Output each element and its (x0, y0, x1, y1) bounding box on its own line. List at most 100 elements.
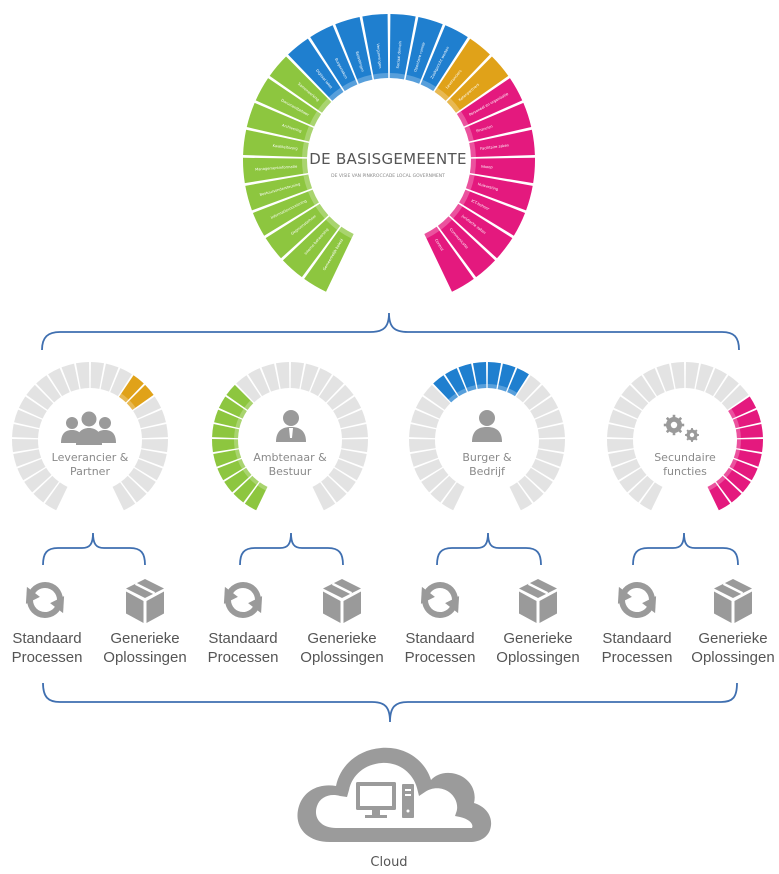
ring-segment-band (257, 482, 268, 491)
hub-segment-band (303, 174, 313, 190)
ring-segment-active (233, 475, 259, 503)
ring-segment (534, 409, 563, 429)
hub-segment-band (449, 203, 463, 219)
ring-segment (140, 424, 168, 439)
component-labels: Standaard Processen Generieke Oplossinge… (12, 630, 775, 666)
cloud-label: Cloud (370, 855, 407, 870)
hub-segment-band (325, 216, 341, 230)
ring-segment (112, 482, 136, 511)
hub-segment-label: Vergunningen (376, 43, 382, 68)
gear-tooth (691, 428, 693, 431)
ring-segment (338, 449, 367, 467)
hub-segment-magenta (424, 226, 474, 292)
group-ring-citizen (409, 362, 565, 511)
ring-segment (525, 467, 553, 493)
ring-segment (409, 424, 437, 439)
hub-segment-magenta (464, 102, 532, 142)
gear-tooth (665, 429, 670, 434)
group-ring-official (212, 362, 368, 511)
process-label-line1: Standaard (405, 630, 474, 647)
ring-segment (421, 467, 449, 493)
ring-segment (310, 368, 332, 397)
refresh-icon (617, 582, 657, 618)
hub-segment-band (356, 74, 373, 84)
ring-segment (670, 362, 685, 389)
ring-segment-band (507, 388, 518, 397)
hub-segment-green (246, 102, 314, 142)
gear-tooth (696, 434, 699, 436)
ring-segment-active (212, 439, 239, 453)
ring-segment (612, 458, 641, 481)
hub-segment-label: Archivering (281, 123, 302, 133)
hub-segment-band (389, 73, 405, 80)
cloud-icon (297, 747, 492, 842)
ring-segment-active (736, 439, 763, 453)
ring-segment (319, 375, 344, 403)
hub-segment-blue (310, 25, 358, 91)
ring-segment (300, 363, 319, 392)
hub-segment-yellow (434, 38, 490, 101)
solution-label-line2: Oplossingen (103, 649, 186, 666)
ring-segment (619, 467, 647, 493)
ring-segment-active (735, 424, 763, 439)
ring-segment (685, 362, 700, 389)
refresh-icon (223, 582, 263, 618)
hub-segment-band (307, 189, 319, 206)
hub-segment-magenta (469, 129, 535, 158)
ring-segment-active (487, 362, 502, 389)
box-icon (323, 579, 361, 623)
solution-label-line2: Oplossingen (300, 649, 383, 666)
ring-segment-active (723, 467, 751, 493)
hub-segment-label: Managementinformatie (255, 165, 298, 172)
group-label-line2: Bestuur (269, 465, 312, 478)
hub-segment-band (459, 189, 471, 206)
ring-segment-band (237, 458, 246, 469)
ring-segment (24, 467, 52, 493)
ring-segment-band (733, 449, 741, 460)
ring-segment (121, 475, 147, 503)
hub-segment-magenta (465, 174, 533, 211)
ring-segment (695, 363, 714, 392)
group-bracket (632, 532, 739, 566)
ring-segment (705, 368, 727, 397)
group-bracket (239, 532, 344, 566)
ring-segment (518, 475, 544, 503)
ring-segment (639, 482, 663, 511)
ring-segment-active (728, 396, 757, 419)
ring-segment-band (235, 418, 243, 429)
ring-segment (236, 375, 261, 403)
hub-segment-green (304, 226, 354, 292)
ring-segment-active (732, 409, 761, 429)
gear-tooth (686, 429, 690, 433)
refresh-icon (420, 582, 460, 618)
ring-segment (33, 475, 59, 503)
hub-segment-green (243, 157, 309, 184)
ring-segment (509, 482, 533, 511)
ring-segment-band (126, 400, 136, 410)
ring-segment (321, 475, 347, 503)
group-bracket (42, 532, 146, 566)
ring-segment (26, 384, 54, 410)
hub-segment-magenta (437, 216, 496, 278)
ring-segment (61, 363, 80, 392)
refresh-icon (25, 582, 65, 618)
ring-segment-active (507, 368, 529, 397)
solution-label-line2: Oplossingen (496, 649, 579, 666)
box-icon (126, 579, 164, 623)
group-label-line2: Bedrijf (469, 465, 506, 478)
ring-segment-band (242, 467, 252, 478)
people-group-icon (61, 411, 116, 445)
ring-segment-active (707, 482, 731, 511)
gear-tooth (694, 437, 698, 441)
ring-segment-band (234, 449, 242, 460)
ring-segment-band (736, 439, 741, 449)
ring-segment (17, 458, 46, 481)
process-label-line1: Standaard (12, 630, 81, 647)
solution-label-line1: Generieke (307, 630, 376, 647)
hub-segment-label: Control (434, 238, 444, 251)
ring-segment (721, 384, 749, 410)
hub-segment-band (464, 125, 474, 142)
ring-segment (312, 482, 336, 511)
ring-segment (414, 458, 443, 481)
